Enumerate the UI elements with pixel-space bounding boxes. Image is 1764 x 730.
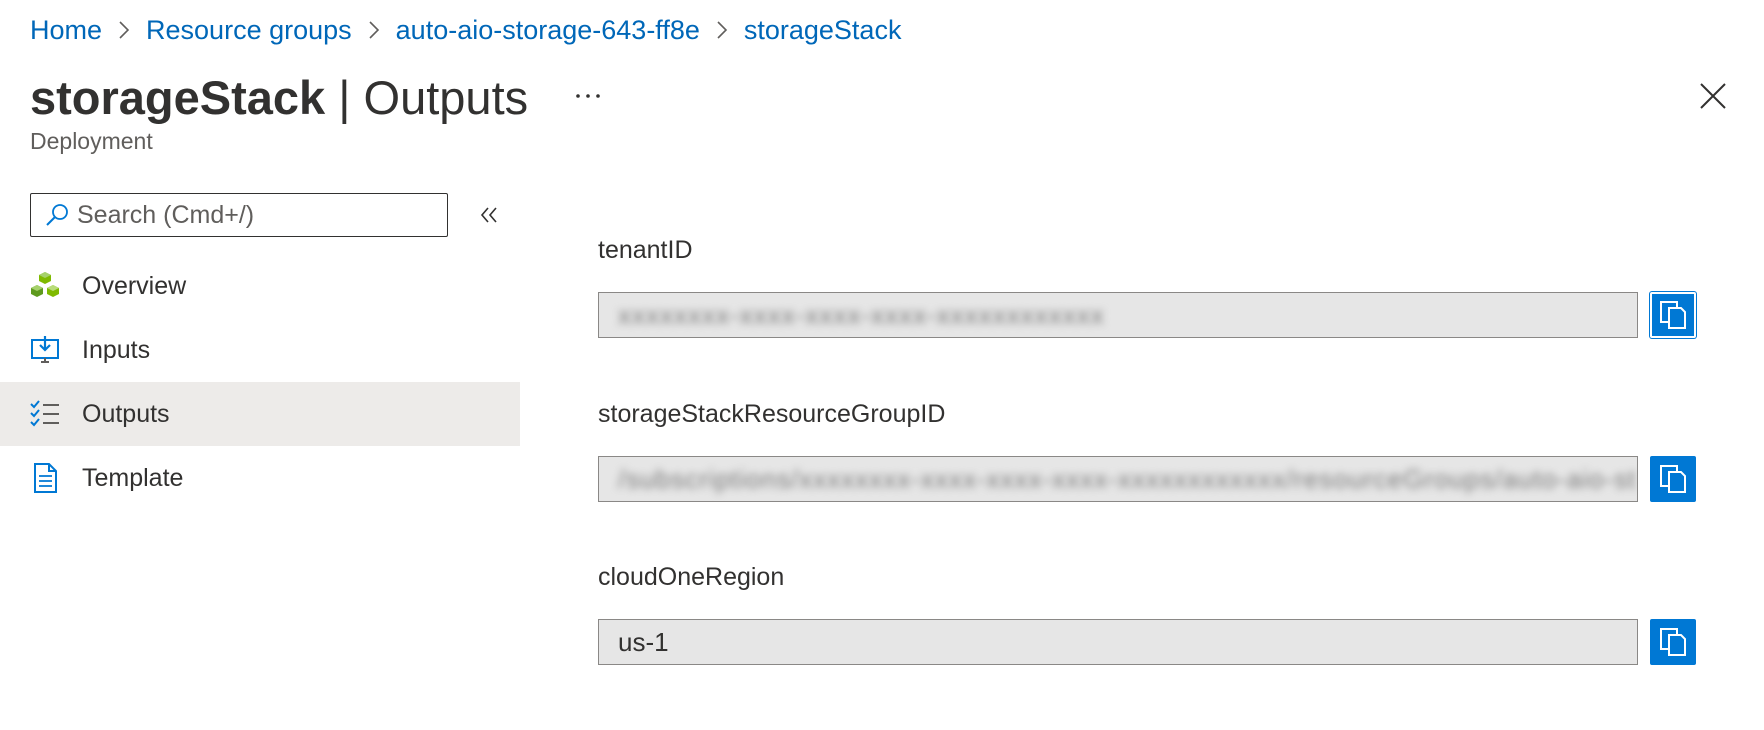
copy-icon — [1660, 301, 1686, 329]
breadcrumb-home[interactable]: Home — [30, 14, 103, 45]
output-field-cloud-one-region[interactable]: us-1 — [598, 619, 1638, 665]
output-field-storage-stack-rg-id[interactable]: /subscriptions/xxxxxxxx-xxxx-xxxx-xxxx-x… — [598, 456, 1638, 502]
chevron-right-icon — [102, 10, 146, 50]
breadcrumb-resource-groups[interactable]: Resource groups — [146, 14, 352, 45]
copy-icon — [1660, 465, 1686, 493]
copy-button[interactable] — [1650, 456, 1696, 502]
ellipsis-icon — [576, 94, 600, 98]
search-icon — [37, 202, 77, 228]
output-label-storage-stack-rg-id: storageStackResourceGroupID — [598, 400, 946, 428]
chevron-right-icon — [352, 10, 396, 50]
page-subtitle: Deployment — [30, 128, 153, 154]
document-icon — [28, 461, 62, 495]
sidebar-item-inputs[interactable]: Inputs — [0, 318, 520, 382]
output-label-cloud-one-region: cloudOneRegion — [598, 563, 785, 591]
output-label-tenant-id: tenantID — [598, 236, 693, 264]
search-box[interactable] — [30, 193, 448, 237]
sidebar-item-overview[interactable]: Overview — [0, 254, 520, 318]
search-input[interactable] — [77, 200, 427, 230]
close-icon — [1700, 83, 1726, 109]
sidebar-item-label: Overview — [82, 271, 187, 300]
output-value: /subscriptions/xxxxxxxx-xxxx-xxxx-xxxx-x… — [618, 463, 1637, 494]
close-button[interactable] — [1693, 76, 1733, 116]
breadcrumb-deployment[interactable]: storageStack — [743, 14, 902, 45]
breadcrumb-resource-group[interactable]: auto-aio-storage-643-ff8e — [395, 14, 700, 45]
more-actions-button[interactable] — [570, 78, 606, 114]
output-field-tenant-id[interactable]: xxxxxxxx-xxxx-xxxx-xxxx-xxxxxxxxxxxx — [598, 292, 1638, 338]
cubes-icon — [28, 269, 62, 303]
copy-icon — [1660, 628, 1686, 656]
collapse-sidebar-button[interactable] — [472, 198, 506, 232]
page-title-section: Outputs — [363, 70, 529, 124]
sidebar-item-label: Template — [82, 463, 184, 492]
output-value: us-1 — [618, 626, 669, 657]
breadcrumb: Home Resource groups auto-aio-storage-64… — [30, 10, 901, 50]
copy-button[interactable] — [1650, 619, 1696, 665]
sidebar-item-label: Outputs — [82, 399, 170, 428]
inputs-download-icon — [28, 333, 62, 367]
sidebar-nav: Overview Inputs Outputs — [0, 254, 520, 510]
checklist-icon — [28, 397, 62, 431]
output-value: xxxxxxxx-xxxx-xxxx-xxxx-xxxxxxxxxxxx — [618, 299, 1105, 330]
page-title-separator: | — [325, 70, 364, 124]
page-title: storageStack | Outputs — [30, 62, 528, 132]
page-title-name: storageStack — [30, 70, 326, 124]
double-chevron-left-icon — [480, 207, 497, 223]
chevron-right-icon — [700, 10, 744, 50]
sidebar-item-outputs[interactable]: Outputs — [0, 382, 520, 446]
copy-button[interactable] — [1650, 292, 1696, 338]
sidebar-item-template[interactable]: Template — [0, 446, 520, 510]
sidebar-item-label: Inputs — [82, 335, 151, 364]
